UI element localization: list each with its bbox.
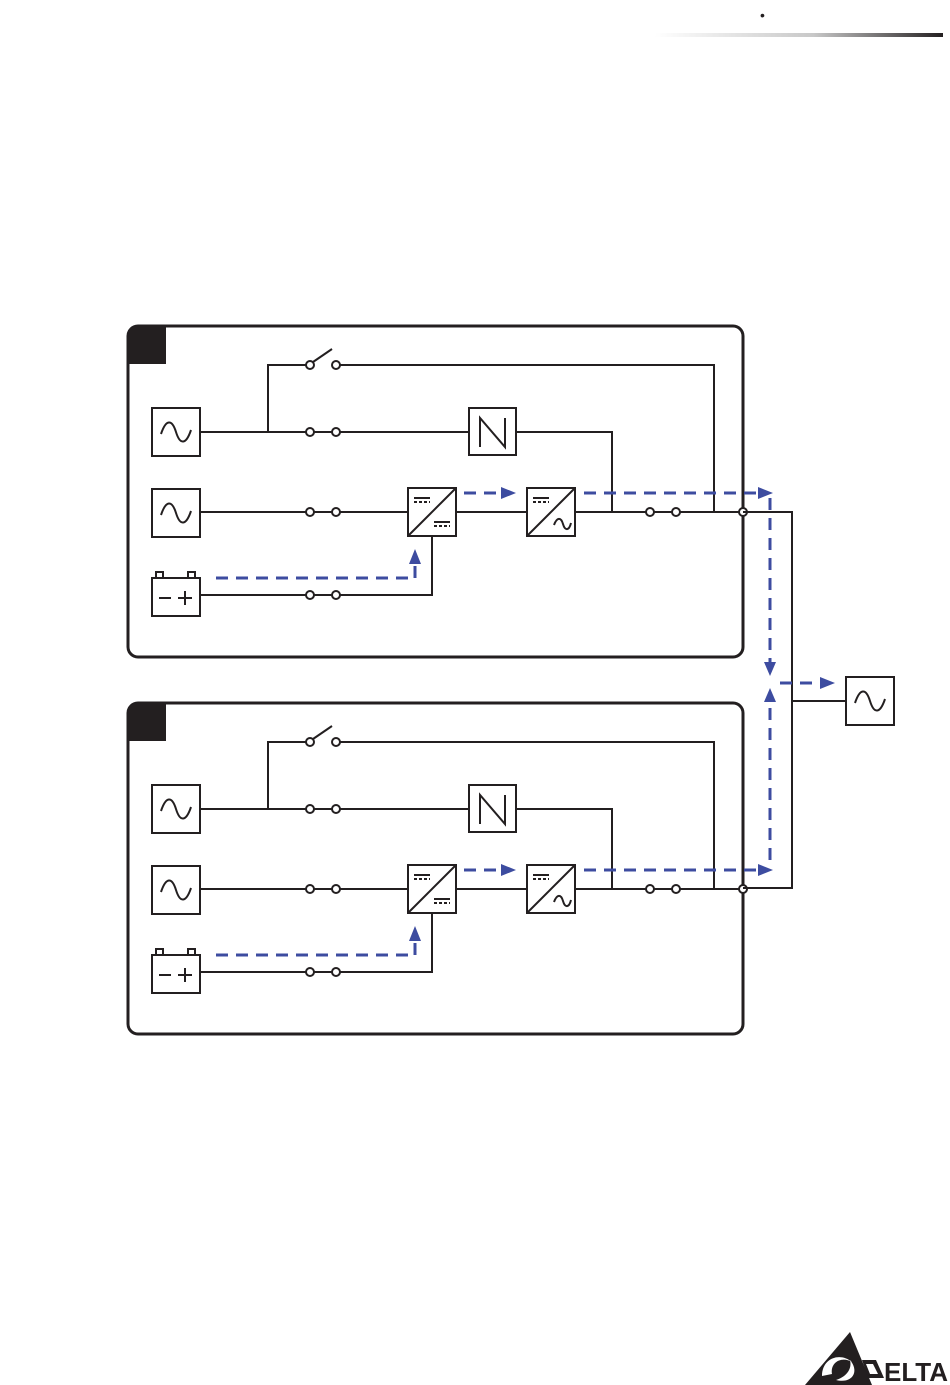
output-bus [743,511,846,889]
static-switch-icon [469,408,516,455]
battery-power-flow [216,864,773,955]
unit-number-tab [128,326,166,364]
unit-number-tab [128,703,166,741]
main-ac-source-icon [152,866,200,914]
unit-wiring [200,741,743,973]
load-icon [846,677,894,725]
battery-breaker-icon [306,968,340,976]
output-breaker-icon [646,885,680,893]
battery-icon [152,949,200,993]
static-switch-icon [469,785,516,832]
rectifier-icon [408,865,456,913]
battery-breaker-icon [306,591,340,599]
output-flow-path [764,498,835,860]
bypass-ac-source-icon [152,408,200,456]
inverter-icon [527,488,575,536]
battery-icon [152,572,200,616]
ups-unit-1 [128,326,773,657]
input-breaker-icon [306,885,340,893]
maintenance-bypass-switch-icon [306,349,340,369]
header-rule [655,33,943,37]
logo-text: ELTA [884,1357,948,1385]
input-breaker-icon [306,508,340,516]
bypass-breaker-icon [306,805,340,813]
header-bullet: • [760,7,765,23]
rectifier-icon [408,488,456,536]
bypass-breaker-icon [306,428,340,436]
main-ac-source-icon [152,489,200,537]
unit-wiring [200,364,743,596]
inverter-icon [527,865,575,913]
battery-power-flow [216,487,773,578]
maintenance-bypass-switch-icon [306,726,340,746]
ups-unit-2 [128,703,773,1034]
delta-logo: ELTA [805,1332,948,1385]
output-breaker-icon [646,508,680,516]
bypass-ac-source-icon [152,785,200,833]
